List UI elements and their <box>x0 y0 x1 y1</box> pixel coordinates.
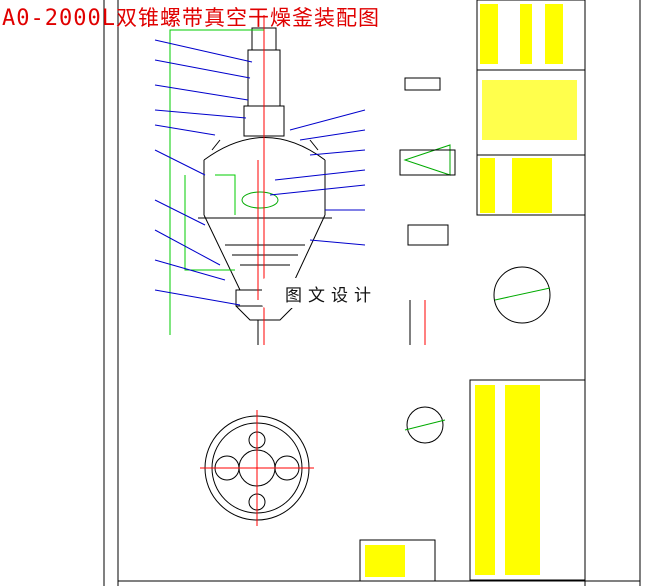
drawing-title: A0-2000L双锥螺带真空干燥釜装配图 <box>2 2 380 32</box>
vessel-top-view <box>200 410 314 526</box>
title-block-tables <box>359 0 586 582</box>
detail-views <box>399 77 551 444</box>
watermark: 图文设计 <box>262 278 400 308</box>
drawing-name: 双锥螺带真空干燥釜装配图 <box>115 6 380 30</box>
leader-lines <box>154 39 366 306</box>
drawing-code: A0-2000L <box>2 6 116 31</box>
table-text-fill <box>365 4 577 577</box>
dimension-lines <box>169 29 264 335</box>
